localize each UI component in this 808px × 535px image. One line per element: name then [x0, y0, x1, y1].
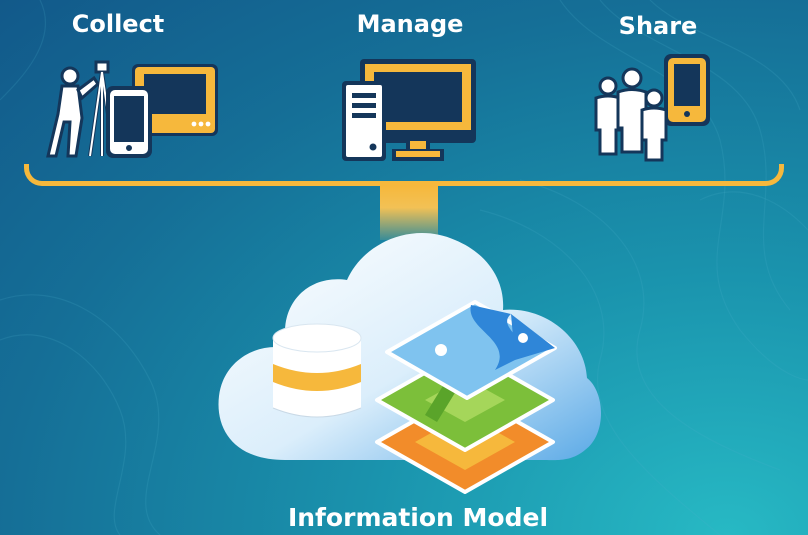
information-model-label: Information Model: [287, 503, 549, 532]
manage-icon-group: [342, 59, 476, 161]
share-label: Share: [618, 12, 698, 40]
surveyor-icon: [46, 60, 116, 158]
bracket-bar: [24, 164, 784, 186]
collect-icon-group: [46, 60, 218, 158]
manage-label: Manage: [356, 10, 464, 38]
phone-icon: [106, 86, 152, 158]
server-tower-icon: [342, 81, 386, 161]
database-icon: [272, 323, 362, 418]
connector-stem: [380, 186, 438, 240]
phone-icon: [664, 54, 710, 126]
people-group-icon: [594, 67, 668, 162]
collect-label: Collect: [71, 10, 165, 38]
information-model-graphic: [218, 233, 601, 494]
map-layers-icon: [375, 300, 557, 494]
tablet-icon: [132, 64, 218, 136]
share-icon-group: [594, 54, 710, 162]
